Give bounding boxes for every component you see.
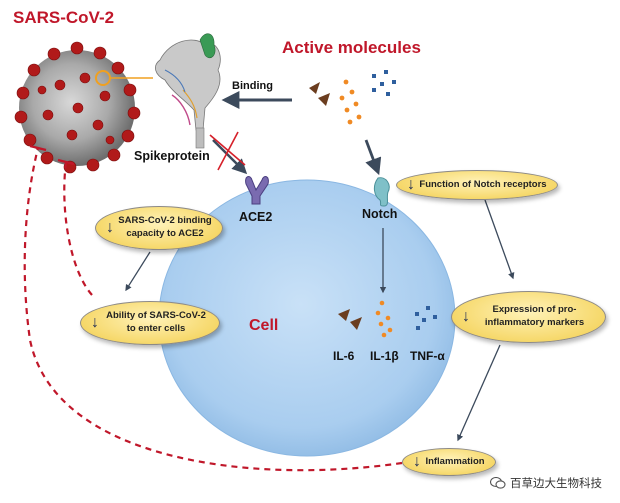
down-arrow-icon: ↓ xyxy=(106,219,114,236)
inhibition-bar-outer xyxy=(29,144,47,152)
binding-to-entry-arrow xyxy=(125,251,151,292)
molecules-to-notch-arrow xyxy=(364,139,382,176)
block-cross-icon xyxy=(209,131,246,171)
entry-to-virus-inhibition xyxy=(63,161,93,296)
pill-notch-function: ↓ Function of Notch receptors xyxy=(396,170,558,200)
ace2-receptor-icon xyxy=(245,176,269,205)
tnfa-label: TNF-α xyxy=(410,349,445,363)
virus-title: SARS-CoV-2 xyxy=(13,8,115,27)
watermark-text: 百草边大生物科技 xyxy=(510,478,602,490)
notch-receptor-icon xyxy=(373,177,390,207)
spike-protein-label: Spikeprotein xyxy=(134,149,210,163)
notch-to-markers-arrow xyxy=(484,199,515,280)
ace2-label: ACE2 xyxy=(239,210,273,224)
watermark: 百草边大生物科技 xyxy=(490,475,602,491)
down-arrow-icon: ↓ xyxy=(413,453,421,470)
down-arrow-icon: ↓ xyxy=(407,176,415,193)
cytokine-icons xyxy=(338,300,437,338)
down-arrow-icon: ↓ xyxy=(91,314,99,331)
il1b-label: IL-1β xyxy=(370,349,399,363)
markers-to-inflammation-arrow xyxy=(457,344,501,442)
spike-to-ace2-arrow xyxy=(212,139,248,175)
active-molecules-title: Active molecules xyxy=(282,38,421,57)
wechat-icon xyxy=(490,477,506,489)
active-molecules-icon xyxy=(309,70,396,125)
inhibition-bar-inner xyxy=(57,158,75,166)
pill-ace2-binding: ↓ SARS-CoV-2 binding capacity to ACE2 xyxy=(95,206,223,250)
notch-label: Notch xyxy=(362,207,398,221)
pill-enter-cells: ↓ Ability of SARS-CoV-2 to enter cells xyxy=(80,301,220,345)
cell-label: Cell xyxy=(249,317,279,334)
inflammation-to-virus-inhibition xyxy=(23,147,403,472)
pill-proinflammatory: ↓ Expression of pro-inflammatory markers xyxy=(451,291,606,343)
il6-label: IL-6 xyxy=(333,349,355,363)
binding-label: Binding xyxy=(232,80,273,92)
spike-protein-structure xyxy=(155,33,221,149)
down-arrow-icon: ↓ xyxy=(462,308,470,325)
virus-particle xyxy=(14,41,141,174)
pill-inflammation: ↓ Inflammation xyxy=(402,448,496,476)
